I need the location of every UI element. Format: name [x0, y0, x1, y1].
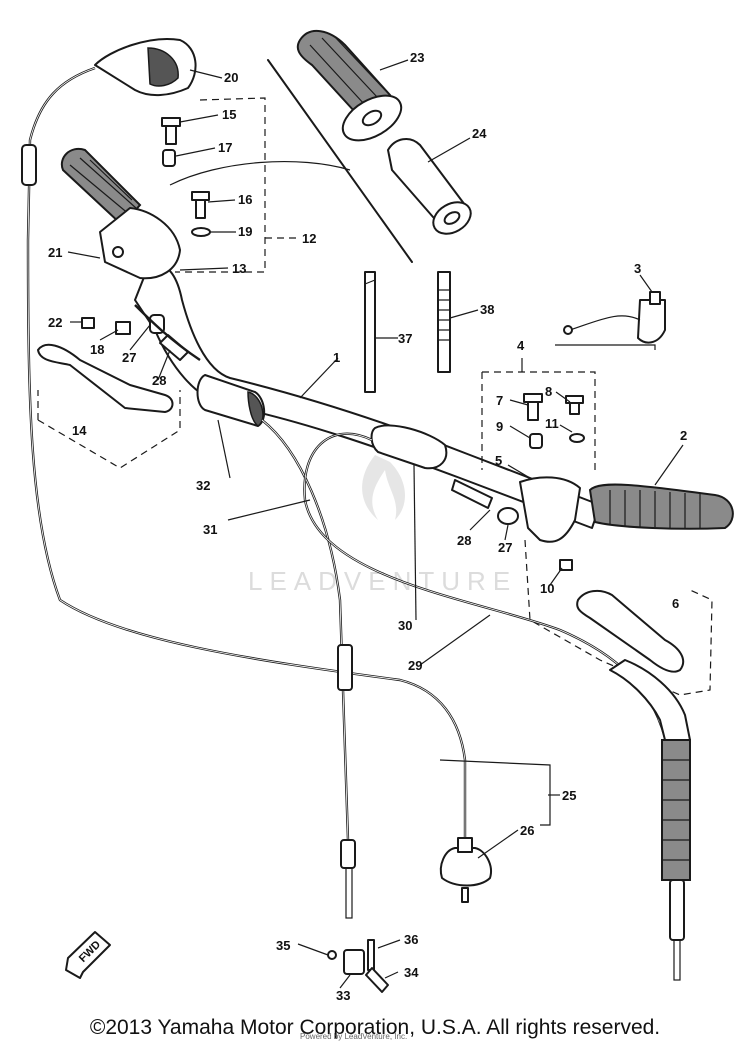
copyright-notice: ©2013 Yamaha Motor Corporation, U.S.A. A…: [89, 1016, 661, 1039]
bar-pad: [196, 374, 266, 427]
cable-adjuster-left: [134, 304, 201, 361]
right-grip: [588, 483, 734, 530]
group-bracket-4: [481, 358, 596, 470]
callout-16: 16: [238, 192, 252, 207]
callout-25: 25: [562, 788, 576, 803]
callout-labels: 1 2 3 4 5 6 7 8 9 10 11 12 13 14 15 16 1…: [48, 50, 687, 1003]
callout-36: 36: [404, 932, 418, 947]
watermark-text: LEADVENTURE: [248, 566, 517, 596]
callout-12: 12: [302, 231, 316, 246]
callout-8: 8: [545, 384, 552, 399]
callout-5: 5: [495, 453, 502, 468]
callout-32: 32: [196, 478, 210, 493]
throttle-sleeve-24: [387, 138, 472, 235]
fwd-arrow-icon: FWD: [65, 931, 111, 979]
callout-10: 10: [540, 581, 554, 596]
brake-lever: [524, 539, 713, 696]
callout-9: 9: [496, 419, 503, 434]
callout-13: 13: [232, 261, 246, 276]
callout-18: 18: [90, 342, 104, 357]
left-grip: [60, 147, 142, 227]
callout-17: 17: [218, 140, 232, 155]
callout-38: 38: [480, 302, 494, 317]
kill-switch: [555, 291, 666, 350]
callout-24: 24: [472, 126, 487, 141]
washer-19: [191, 227, 211, 237]
callout-1: 1: [333, 350, 340, 365]
callout-35: 35: [276, 938, 290, 953]
brake-cable-29[interactable]: [303, 432, 691, 981]
grip-23: [296, 30, 403, 142]
screws-7-8-9-11: [523, 393, 585, 449]
left-switch-housing: [99, 207, 181, 280]
callout-34: 34: [404, 965, 419, 980]
throttle-housing: [94, 38, 197, 96]
callout-27-left: 27: [122, 350, 136, 365]
callout-29: 29: [408, 658, 422, 673]
callout-22: 22: [48, 315, 62, 330]
callout-14: 14: [72, 423, 87, 438]
nut-10: [559, 559, 573, 571]
leader-lines: [67, 59, 684, 989]
screw-16: [191, 191, 210, 219]
callout-4: 4: [517, 338, 525, 353]
credit-notice: Powered by LeadVenture, Inc.: [300, 1032, 408, 1041]
callout-37: 37: [398, 331, 412, 346]
callout-28-right: 28: [457, 533, 471, 548]
group-bracket-12: [175, 97, 300, 273]
callout-2: 2: [680, 428, 687, 443]
right-lever-perch: [451, 476, 581, 543]
callout-23: 23: [410, 50, 424, 65]
callout-26: 26: [520, 823, 534, 838]
callout-11: 11: [545, 416, 559, 431]
callout-7: 7: [496, 393, 503, 408]
callout-3: 3: [634, 261, 641, 276]
cable-junction-33: [327, 939, 389, 993]
callout-6: 6: [672, 596, 679, 611]
throttle-cable-boot-26: [439, 837, 492, 903]
callout-31: 31: [203, 522, 217, 537]
callout-20: 20: [224, 70, 238, 85]
throttle-cable-20[interactable]: [21, 66, 467, 845]
callout-28-left: 28: [152, 373, 166, 388]
callout-27-right: 27: [498, 540, 512, 555]
clutch-cable-31[interactable]: [261, 419, 356, 919]
callout-15: 15: [222, 107, 236, 122]
spring-17: [162, 149, 176, 167]
group-outline-23-24: [169, 59, 413, 263]
clutch-lever: [37, 343, 181, 469]
band-38: [437, 271, 451, 373]
band-37: [364, 271, 376, 393]
callout-21: 21: [48, 245, 62, 260]
screw-15: [161, 117, 181, 145]
callout-33: 33: [336, 988, 350, 1003]
callout-30: 30: [398, 618, 412, 633]
callout-19: 19: [238, 224, 252, 239]
